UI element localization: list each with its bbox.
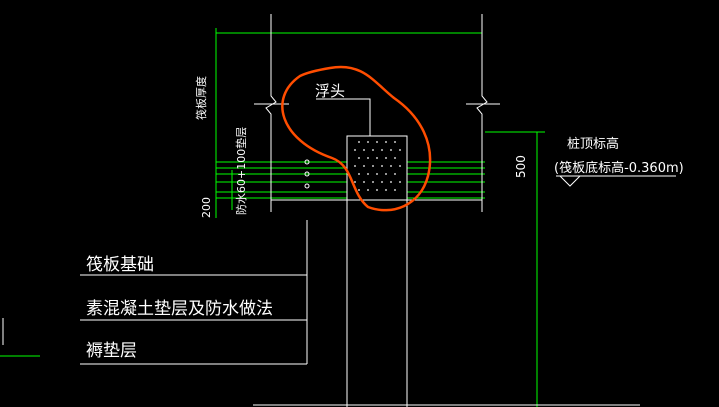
hatch-dot <box>363 181 365 183</box>
hatch-dot <box>367 157 369 159</box>
hatch-dot <box>363 165 365 167</box>
float-head-leader <box>316 98 371 136</box>
hatch-dot <box>358 141 360 143</box>
legend-item-concrete-waterproof: 素混凝土垫层及防水做法 <box>86 299 273 319</box>
pile-top-elevation-label: 桩顶标高 <box>567 136 619 152</box>
hatch-dot <box>358 157 360 159</box>
hatch-dot <box>381 149 383 151</box>
leader-dot <box>304 183 310 189</box>
hatch-dot <box>376 189 378 191</box>
hatch-dot <box>367 173 369 175</box>
hatch-dot <box>381 165 383 167</box>
hatch-dot <box>372 181 374 183</box>
hatch-dot <box>385 141 387 143</box>
hatch-dot <box>394 173 396 175</box>
hatch-dot <box>354 149 356 151</box>
white-structure-lines <box>2 14 676 407</box>
hatch-dot <box>367 141 369 143</box>
hatch-dot <box>394 189 396 191</box>
dimension-500-label: 500 <box>514 155 528 178</box>
hatch-dot <box>376 141 378 143</box>
hatch-dot <box>399 149 401 151</box>
hatch-dot <box>385 173 387 175</box>
leader-dot <box>304 159 310 165</box>
green-layer-lines <box>0 28 545 407</box>
raft-left-edge <box>265 14 277 212</box>
pile-cap-dots <box>354 141 401 191</box>
hatch-dot <box>358 189 360 191</box>
hatch-dot <box>394 141 396 143</box>
float-head-annotation-loop <box>281 65 432 212</box>
hatch-dot <box>376 157 378 159</box>
hatch-dot <box>385 157 387 159</box>
hatch-dot <box>372 165 374 167</box>
float-head-label: 浮头 <box>315 82 345 100</box>
hatch-dot <box>399 165 401 167</box>
elev-triangle <box>559 175 581 187</box>
raft-bottom-elevation-label: (筏板底标高-0.360m) <box>554 160 684 176</box>
hatch-dot <box>390 165 392 167</box>
hatch-dot <box>363 149 365 151</box>
dimension-200-label: 200 <box>200 197 213 218</box>
hatch-dot <box>354 165 356 167</box>
hatch-dot <box>376 173 378 175</box>
hatch-dot <box>381 181 383 183</box>
hatch-dot <box>390 181 392 183</box>
hatch-dot <box>394 157 396 159</box>
hatch-dot <box>390 149 392 151</box>
hatch-dot <box>372 149 374 151</box>
leader-dot <box>304 171 310 177</box>
hatch-dot <box>367 189 369 191</box>
legend-item-raft-foundation: 筏板基础 <box>86 255 154 275</box>
raft-right-edge <box>476 14 488 212</box>
hatch-dot <box>399 181 401 183</box>
hatch-dot <box>385 189 387 191</box>
legend-item-cushion-layer: 褥垫层 <box>86 341 137 361</box>
hatch-dot <box>358 173 360 175</box>
hatch-dot <box>354 181 356 183</box>
waterproof-layer-label: 防水60+100垫层 <box>234 127 248 215</box>
raft-thickness-label: 筏板厚度 <box>194 76 208 120</box>
